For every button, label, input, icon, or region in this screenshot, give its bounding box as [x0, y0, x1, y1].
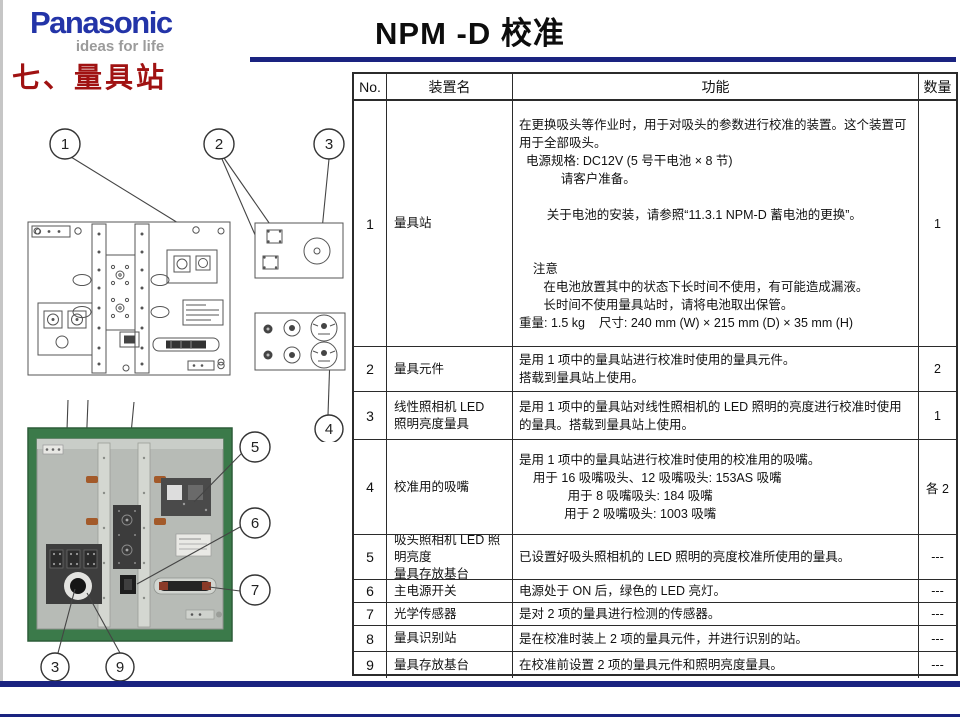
- photo-storage-base: [161, 478, 211, 516]
- device-name: 线性照相机 LED 照明亮度量具: [386, 392, 512, 439]
- table-row: 8 量具识别站 是在校准时装上 2 项的量具元件，并进行识别的站。 ---: [354, 626, 956, 652]
- callout-4: 4: [314, 414, 344, 442]
- table-row: 1 量具站 在更换吸头等作业时，用于对吸头的参数进行校准的装置。这个装置可用于全…: [354, 101, 956, 347]
- panasonic-logo: Panasonic ideas for life: [30, 5, 210, 55]
- device-function: 是对 2 项的量具进行检测的传感器。: [512, 603, 918, 625]
- header-function: 功能: [512, 74, 918, 99]
- svg-text:1: 1: [61, 136, 69, 153]
- row-no: 2: [366, 361, 374, 377]
- svg-text:4: 4: [325, 421, 333, 438]
- photo-optical-sensor: [153, 577, 217, 595]
- row-no: 7: [366, 606, 374, 622]
- page-title: NPM -D 校准: [375, 16, 565, 51]
- row-no: 1: [366, 215, 374, 232]
- table-row: 2 量具元件 是用 1 项中的量具站进行校准时使用的量具元件。 搭载到量具站上使…: [354, 347, 956, 392]
- svg-text:5: 5: [251, 439, 259, 456]
- title-underline: [250, 57, 956, 62]
- device-name: 光学传感器: [386, 603, 512, 625]
- header-no: No.: [359, 78, 381, 95]
- callout-2: 2: [203, 128, 235, 160]
- footer-rule-thin: [0, 714, 960, 717]
- gauge-station-photo: 5 6 7 3 9: [27, 399, 271, 682]
- device-quantity: ---: [918, 626, 956, 651]
- callout-3b: 3: [40, 652, 70, 682]
- table-row: 6 主电源开关 电源处于 ON 后，绿色的 LED 亮灯。 ---: [354, 580, 956, 603]
- brand-tagline: ideas for life: [75, 38, 165, 55]
- callout-1: 1: [49, 128, 81, 160]
- detail-box-gauge-parts: [254, 222, 344, 279]
- svg-text:3: 3: [325, 136, 333, 153]
- device-table: No. 装置名 功能 数量 1 量具站 在更换吸头等作业时，用于对吸头的参数进行…: [352, 72, 958, 678]
- device-name: 量具识别站: [386, 626, 512, 651]
- device-function: 是用 1 项中的量具站对线性照相机的 LED 照明的亮度进行校准时使用的量具。搭…: [512, 392, 918, 439]
- device-quantity: 1: [918, 392, 956, 439]
- callout-6: 6: [239, 507, 271, 539]
- photo-nozzle-block: [46, 544, 102, 604]
- table-row: 4 校准用的吸嘴 是用 1 项中的量具站进行校准时使用的校准用的吸嘴。 用于 1…: [354, 440, 956, 535]
- row-no: 4: [366, 479, 374, 495]
- device-quantity: ---: [918, 580, 956, 602]
- device-quantity: ---: [918, 535, 956, 579]
- device-quantity: ---: [918, 652, 956, 678]
- device-name: 吸头照相机 LED 照明亮度 量具存放基台: [386, 535, 512, 579]
- device-function: 是在校准时装上 2 项的量具元件，并进行识别的站。: [512, 626, 918, 651]
- device-function: 已设置好吸头照相机的 LED 照明的亮度校准所使用的量具。: [512, 535, 918, 579]
- row-no: 5: [366, 549, 374, 565]
- svg-text:2: 2: [215, 136, 223, 153]
- device-function: 电源处于 ON 后，绿色的 LED 亮灯。: [512, 580, 918, 602]
- device-name: 量具站: [386, 101, 512, 346]
- header-device-name: 装置名: [386, 74, 512, 99]
- header-quantity: 数量: [918, 74, 956, 99]
- leader-lines: [70, 156, 331, 416]
- callout-3: 3: [313, 128, 345, 160]
- svg-text:9: 9: [116, 659, 124, 676]
- device-name: 量具存放基台: [386, 652, 512, 678]
- footer-rule: [0, 681, 960, 687]
- photo-recognition-station: [113, 505, 141, 569]
- photo-power-switch: [120, 575, 136, 594]
- detail-box-nozzles: [254, 312, 346, 371]
- callout-7: 7: [239, 574, 271, 606]
- table-row: 5 吸头照相机 LED 照明亮度 量具存放基台 已设置好吸头照相机的 LED 照…: [354, 535, 956, 580]
- device-name: 量具元件: [386, 347, 512, 391]
- device-function: 在校准前设置 2 项的量具元件和照明亮度量具。: [512, 652, 918, 678]
- device-table-body: 1 量具站 在更换吸头等作业时，用于对吸头的参数进行校准的装置。这个装置可用于全…: [354, 101, 956, 678]
- row-no: 3: [366, 407, 374, 424]
- device-function: 是用 1 项中的量具站进行校准时使用的校准用的吸嘴。 用于 16 吸嘴吸头、12…: [512, 440, 918, 534]
- row-no: 8: [366, 630, 374, 647]
- section-title: 七、量具站: [12, 63, 168, 94]
- photo-label: [175, 533, 212, 557]
- brand-wordmark: Panasonic: [30, 5, 173, 40]
- callout-5: 5: [239, 431, 271, 463]
- svg-text:6: 6: [251, 515, 259, 532]
- table-row: 9 量具存放基台 在校准前设置 2 项的量具元件和照明亮度量具。 ---: [354, 652, 956, 678]
- device-quantity: 各 2: [918, 440, 956, 534]
- svg-text:3: 3: [51, 659, 59, 676]
- device-function: 在更换吸头等作业时，用于对吸头的参数进行校准的装置。这个装置可用于全部吸头。 电…: [512, 101, 918, 346]
- device-name: 校准用的吸嘴: [386, 440, 512, 534]
- device-quantity: ---: [918, 603, 956, 625]
- gauge-station-line-drawing: 1 2 3 4: [27, 128, 346, 442]
- table-row: 3 线性照相机 LED 照明亮度量具 是用 1 项中的量具站对线性照相机的 LE…: [354, 392, 956, 440]
- photo-leader-lines: [57, 453, 242, 654]
- callout-9: 9: [105, 652, 135, 682]
- photo-metal-plate: [36, 438, 224, 630]
- device-quantity: 2: [918, 347, 956, 391]
- svg-text:7: 7: [251, 582, 259, 599]
- row-no: 9: [366, 657, 374, 673]
- left-edge-line: [0, 0, 3, 684]
- device-name: 主电源开关: [386, 580, 512, 602]
- device-quantity: 1: [918, 101, 956, 346]
- table-row: 7 光学传感器 是对 2 项的量具进行检测的传感器。 ---: [354, 603, 956, 626]
- station-outline: [27, 221, 231, 376]
- device-function: 是用 1 项中的量具站进行校准时使用的量具元件。 搭载到量具站上使用。: [512, 347, 918, 391]
- table-header-row: No. 装置名 功能 数量: [354, 74, 956, 101]
- row-no: 6: [366, 583, 374, 599]
